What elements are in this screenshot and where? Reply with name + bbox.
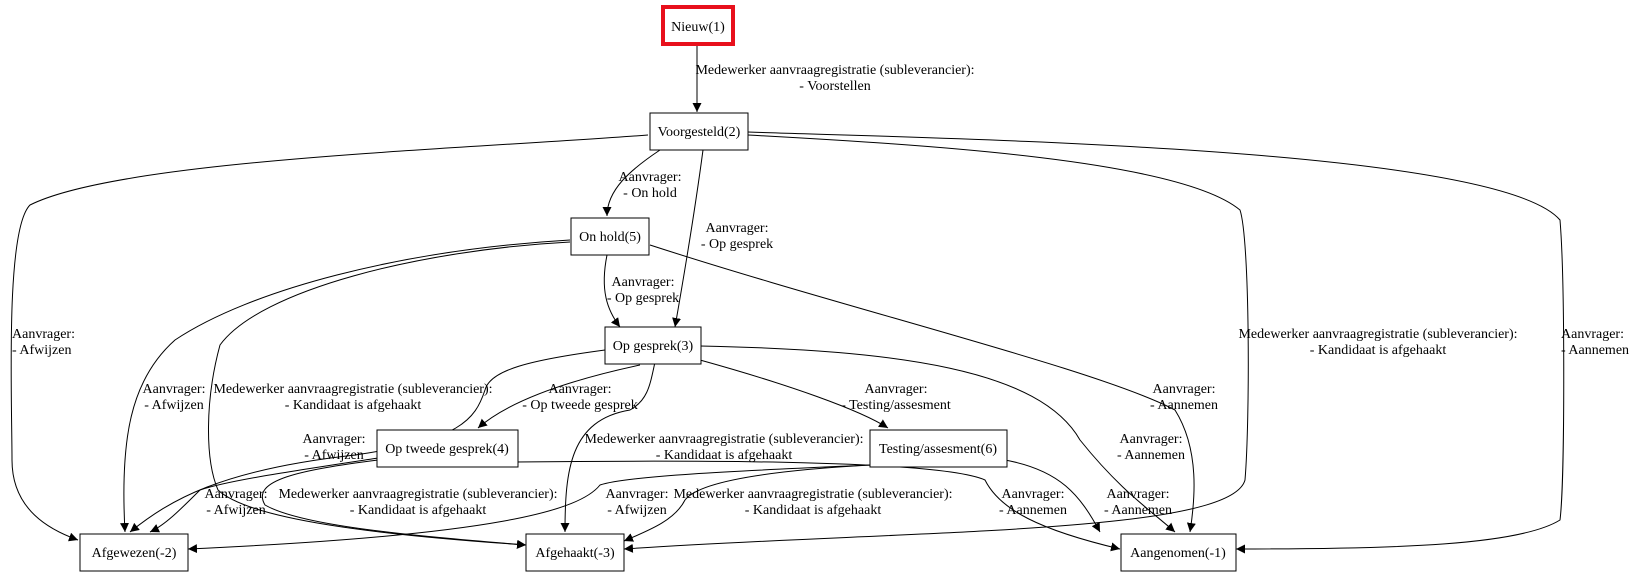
edge-optweede-afgehaakt [262,459,527,549]
edge-label: Aanvrager:- Aannemen [1104,487,1172,518]
edge-voorgesteld-onhold [602,149,661,217]
node-box [79,533,189,572]
edge-label: Medewerker aanvraagregistratie (sublever… [695,63,974,94]
edge-onhold-afgehaakt [208,241,571,549]
edge-voorgesteld-afgehaakt [623,134,1249,553]
node-label: Op gesprek(3) [613,339,694,354]
node-label: Afgewezen(-2) [92,546,177,561]
node-label: Nieuw(1) [671,20,725,35]
node-label: On hold(5) [579,230,641,245]
edge-label: Aanvrager:- Aannemen [1150,382,1218,413]
edge-optweede-aangenomen [514,460,1121,552]
edge-voorgesteld-aangenomen [747,131,1565,554]
edge-label: Aanvrager:- Aannemen [1117,432,1185,463]
edge-onhold-afgewezen [120,239,571,533]
node-label: Aangenomen(-1) [1130,546,1226,561]
edge-opgesprek-aangenomen [699,345,1176,533]
edge-labels: Medewerker aanvraagregistratie (sublever… [12,63,1629,518]
edge-label: Aanvrager:- Op gesprek [607,275,679,306]
edge-label: Medewerker aanvraagregistratie (sublever… [584,432,863,463]
edge-onhold-opgesprek [603,254,621,328]
edge-label: Aanvrager:- Aannemen [1561,327,1629,358]
node-box [649,112,749,151]
node-label: Testing/assesment(6) [879,442,997,457]
edge-onhold-aangenomen [649,244,1196,533]
edges [10,44,1565,554]
edge-label: Medewerker aanvraagregistratie (sublever… [278,487,557,518]
edge-label: Aanvrager:- Testing/assesment [841,382,951,413]
edge-voorgesteld-afgewezen [10,134,649,542]
edge-voorgesteld-opgesprek [672,149,704,328]
edge-label: Aanvrager:- Op gesprek [701,221,773,252]
edge-opgesprek-afgehaakt [560,361,656,533]
edge-label: Medewerker aanvraagregistratie (sublever… [673,487,952,518]
node-box [525,533,625,572]
node-box [570,217,650,256]
edge-label: Medewerker aanvraagregistratie (sublever… [1238,327,1517,358]
node-box [869,429,1008,468]
edge-opgesprek-optweede [477,364,641,429]
node-testing-assesment[interactable]: Testing/assesment(6) [869,429,1008,468]
node-nieuw[interactable]: Nieuw(1) [661,5,735,46]
edge-label: Medewerker aanvraagregistratie (sublever… [213,382,492,413]
edge-label: Aanvrager:- Aannemen [999,487,1067,518]
edge-label: Aanvrager:- Afwijzen [606,487,669,518]
edge-label: Aanvrager:- On hold [619,170,682,201]
node-on-hold[interactable]: On hold(5) [570,217,650,256]
node-afgewezen[interactable]: Afgewezen(-2) [79,533,189,572]
node-voorgesteld[interactable]: Voorgesteld(2) [649,112,749,151]
edge-opgesprek-testing [699,359,889,429]
edge-label: Aanvrager:- Afwijzen [12,327,75,358]
edge-optweede-afgewezen [149,457,379,533]
edge-label: Aanvrager:- Afwijzen [303,432,366,463]
node-label: Voorgesteld(2) [658,125,741,140]
node-box [376,429,519,468]
node-box [661,5,735,46]
edge-label: Aanvrager:- Op tweede gesprek [522,382,637,413]
node-afgehaakt[interactable]: Afgehaakt(-3) [525,533,625,572]
edge-testing-afgehaakt [623,464,871,542]
edge-label: Aanvrager:- Afwijzen [205,487,268,518]
node-label: Op tweede gesprek(4) [385,442,509,457]
node-box [604,326,702,365]
edge-testing-aangenomen [1004,459,1101,533]
edge-label: Aanvrager:- Afwijzen [143,382,206,413]
node-label: Afgehaakt(-3) [535,546,615,561]
node-op-tweede-gesprek[interactable]: Op tweede gesprek(4) [376,429,519,468]
node-box [1120,533,1237,572]
edge-testing-afgewezen [187,464,871,554]
node-op-gesprek[interactable]: Op gesprek(3) [604,326,702,365]
nodes: Nieuw(1) Voorgesteld(2) On hold(5) Op ge… [79,5,1237,572]
node-aangenomen[interactable]: Aangenomen(-1) [1120,533,1237,572]
